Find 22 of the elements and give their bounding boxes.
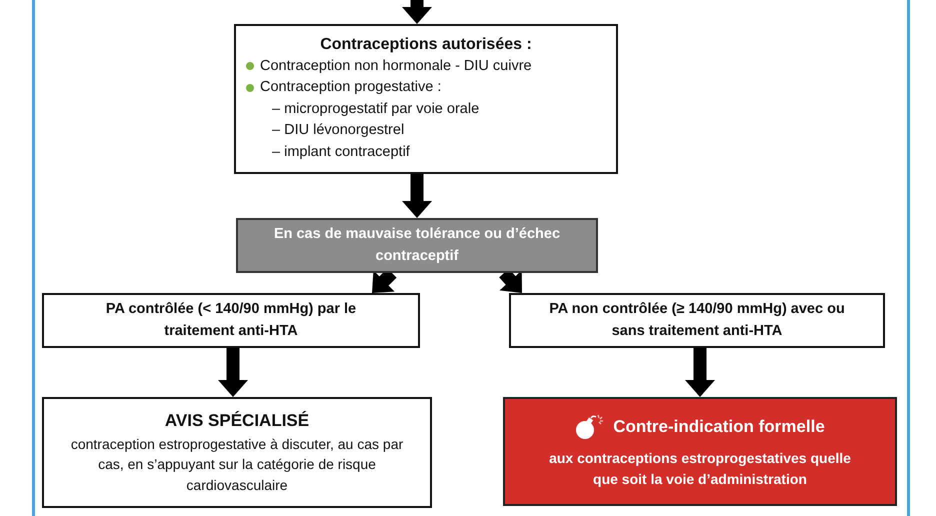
box-text: contraception estroprogestative à discuter, au cas par cas, en s’appuyant sur la catégorie de risque cardiovasculaire [70, 435, 404, 495]
box-heading: Contraceptions autorisées : [320, 34, 532, 55]
process-box [509, 293, 885, 348]
arrow [402, 0, 432, 24]
process-box [42, 293, 420, 348]
box-heading: AVIS SPÉCIALISÉ [164, 410, 310, 432]
bullet-item: Contraception progestative : [246, 77, 442, 99]
box-text: PA contrôlée (< 140/90 mmHg) par le traitement anti-HTA [104, 300, 358, 340]
box-text: En cas de mauvaise tolérance ou d’échec contraceptif [272, 224, 562, 266]
sub-item: – microprogestatif par voie orale [271, 100, 480, 119]
arrow [402, 174, 432, 218]
bullet-item: Contraception non hormonale - DIU cuivre [246, 56, 532, 78]
box-text: PA non contrôlée (≥ 140/90 mmHg) avec ou sans traitement anti-HTA [548, 300, 846, 340]
box-heading: Contre-indication formelle [613, 416, 825, 438]
process-box [42, 397, 432, 508]
sub-item: – DIU lévonorgestrel [271, 121, 404, 140]
alert-box [503, 397, 897, 506]
sub-item: – implant contraceptif [271, 142, 410, 162]
arrow [218, 348, 248, 397]
process-box [236, 218, 598, 273]
box-text: aux contraceptions estroprogestatives quelle que soit la voie d’administration [548, 449, 852, 489]
process-box [234, 24, 618, 174]
